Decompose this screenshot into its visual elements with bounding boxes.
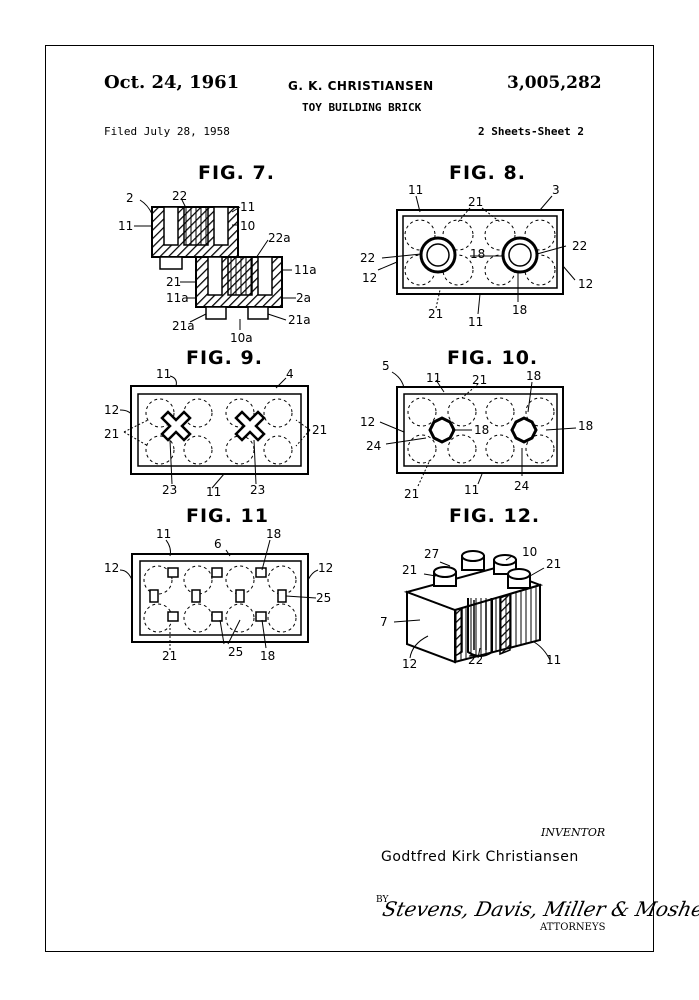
fig9-ref-11: 11 [156, 367, 171, 381]
fig10-ref-21: 21 [472, 373, 487, 387]
inventor-header: G. K. CHRISTIANSEN [288, 79, 434, 93]
fig9-ref-11b: 11 [206, 485, 221, 499]
fig11-ref-25: 25 [316, 591, 331, 605]
fig9-label: FIG. 9. [186, 347, 263, 369]
fig12-ref-21b: 21 [546, 557, 561, 571]
fig10-ref-21b: 21 [404, 487, 419, 501]
fig11-ref-12: 12 [104, 561, 119, 575]
fig11-ref-18b: 18 [260, 649, 275, 663]
fig12-ref-27: 27 [424, 547, 439, 561]
fig9-ref-4: 4 [286, 367, 294, 381]
fig8-ref-22b: 22 [572, 239, 587, 253]
fig8-label: FIG. 8. [449, 162, 526, 184]
fig10-ref-24b: 24 [514, 479, 529, 493]
fig10-ref-24: 24 [366, 439, 381, 453]
by-label: BY [376, 895, 389, 905]
fig11-ref-6: 6 [214, 537, 222, 551]
fig8-ref-12b: 12 [578, 277, 593, 291]
sheet-count: 2 Sheets-Sheet 2 [478, 125, 584, 138]
fig9-ref-23b: 23 [250, 483, 265, 497]
fig11-ref-12b: 12 [318, 561, 333, 575]
fig12-label: FIG. 12. [449, 505, 541, 527]
fig8-ref-3: 3 [552, 183, 560, 197]
fig10-ref-12: 12 [360, 415, 375, 429]
fig11-ref-25b: 25 [228, 645, 243, 659]
fig11-ref-18: 18 [266, 527, 281, 541]
fig12-ref-11: 11 [546, 653, 561, 667]
fig7-ref-2a: 2a [296, 291, 311, 305]
fig8-ref-22: 22 [360, 251, 375, 265]
inventor-name: Godtfred Kirk Christiansen [381, 849, 579, 865]
fig7-ref-11: 11 [118, 219, 133, 233]
attorneys-signature: Stevens, Davis, Miller & Mosher [380, 897, 699, 921]
fig8-ref-21b: 21 [428, 307, 443, 321]
fig9-ref-21b: 21 [312, 423, 327, 437]
fig8-ref-11b: 11 [468, 315, 483, 329]
attorneys-label: ATTORNEYS [540, 922, 606, 933]
patent-title: TOY BUILDING BRICK [302, 101, 422, 114]
fig8-ref-18: 18 [470, 247, 485, 261]
fig9-ref-12: 12 [104, 403, 119, 417]
fig7-ref-22a: 22a [268, 231, 291, 245]
fig10-ref-11: 11 [426, 371, 441, 385]
fig7-ref-22: 22 [172, 189, 187, 203]
fig8-ref-18b: 18 [512, 303, 527, 317]
fig10-ref-18b: 18 [474, 423, 489, 437]
patent-number: 3,005,282 [507, 73, 602, 93]
fig7-ref-10a: 10a [230, 331, 253, 345]
fig7-ref-11a-b: 11a [166, 291, 189, 305]
fig10-ref-11b: 11 [464, 483, 479, 497]
fig12-ref-22: 22 [468, 653, 483, 667]
fig7-ref-2: 2 [126, 191, 134, 205]
fig7-ref-11a: 11a [294, 263, 317, 277]
fig12-ref-7: 7 [380, 615, 388, 629]
fig11-ref-21: 21 [162, 649, 177, 663]
fig7-ref-21a-b: 21a [288, 313, 311, 327]
fig12-ref-21: 21 [402, 563, 417, 577]
fig7-label: FIG. 7. [198, 162, 275, 184]
filed-date: Filed July 28, 1958 [104, 125, 230, 138]
fig8-ref-21: 21 [468, 195, 483, 209]
fig9-ref-23: 23 [162, 483, 177, 497]
fig10-ref-18c: 18 [578, 419, 593, 433]
patent-date: Oct. 24, 1961 [104, 72, 240, 93]
fig10-label: FIG. 10. [447, 347, 539, 369]
fig8-ref-12: 12 [362, 271, 377, 285]
fig8-ref-11: 11 [408, 183, 423, 197]
fig11-label: FIG. 11 [186, 505, 269, 527]
fig7-ref-10: 10 [240, 219, 255, 233]
fig7-ref-11b: 11 [240, 200, 255, 214]
patent-sheet-border [45, 45, 654, 952]
fig11-ref-11: 11 [156, 527, 171, 541]
fig7-ref-21: 21 [166, 275, 181, 289]
fig7-ref-21a: 21a [172, 319, 195, 333]
fig12-ref-10: 10 [522, 545, 537, 559]
inventor-label: INVENTOR [541, 826, 606, 839]
fig10-ref-18: 18 [526, 369, 541, 383]
fig9-ref-21: 21 [104, 427, 119, 441]
fig10-ref-5: 5 [382, 359, 390, 373]
fig12-ref-12: 12 [402, 657, 417, 671]
